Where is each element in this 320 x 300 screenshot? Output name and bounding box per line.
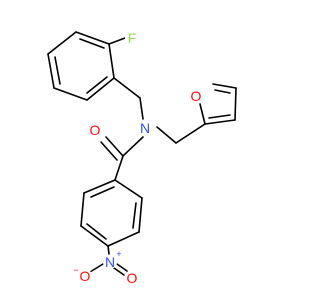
nitro-oxygen-left-label: O <box>80 268 91 284</box>
nitro-nitrogen-label: N <box>105 254 115 270</box>
aryl-nitro-bond <box>107 245 110 255</box>
nitro-oxygen-left-charge: − <box>73 265 78 275</box>
molecule-structure: F O N O N + O − O <box>47 30 237 286</box>
nitrobenzene-ring <box>80 179 143 247</box>
nitro-oxygen-right-atom: O <box>125 270 139 286</box>
nitro-nitrogen-atom: N + <box>103 249 122 270</box>
furan-ring <box>199 83 237 125</box>
furan-oxygen-label: O <box>191 88 202 104</box>
nitro-bonds <box>89 263 128 276</box>
carbonyl-oxygen-atom: O <box>88 122 102 138</box>
furfuryl-ch2-bonds <box>156 123 206 144</box>
benzyl-ch2-bonds <box>113 77 144 120</box>
nitro-nitrogen-charge: + <box>116 249 121 259</box>
fluorobenzene-ring <box>47 31 115 101</box>
amide-nitrogen-label: N <box>140 120 150 136</box>
furan-oxygen-atom: O <box>189 88 203 104</box>
n-carbonyl-bond <box>122 136 144 157</box>
fluorine-label: F <box>128 30 137 46</box>
amide-nitrogen-atom: N <box>138 120 152 136</box>
carbonyl-oxygen-label: O <box>90 122 101 138</box>
nitro-oxygen-left-atom: O − <box>73 265 92 284</box>
carbonyl-double-bond <box>100 136 124 161</box>
nitro-oxygen-right-label: O <box>127 270 138 286</box>
carbonyl-aryl-bond <box>114 155 124 181</box>
fluorine-atom: F <box>125 30 139 46</box>
c-f-bond <box>108 37 126 45</box>
